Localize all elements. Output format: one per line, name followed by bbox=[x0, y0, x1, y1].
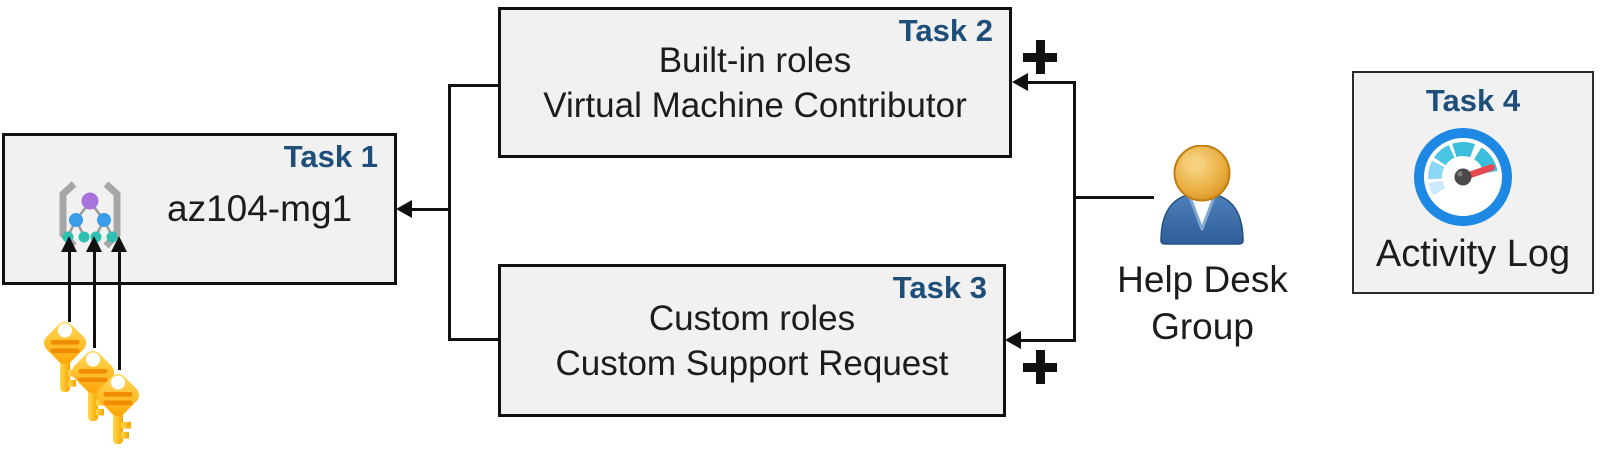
helpdesk-line2: Group bbox=[1151, 306, 1254, 347]
task3-box: Task 3 Custom roles Custom Support Reque… bbox=[498, 264, 1006, 417]
arrow-line-key3 bbox=[118, 252, 121, 370]
connector-arrow-line-task2 bbox=[1028, 81, 1075, 84]
task3-line1: Custom roles bbox=[648, 298, 856, 338]
task2-line1: Built-in roles bbox=[658, 40, 852, 80]
arrowhead-into-task3 bbox=[1005, 331, 1021, 349]
arrowhead-key1 bbox=[61, 236, 77, 252]
task2-box: Task 2 Built-in roles Virtual Machine Co… bbox=[498, 7, 1012, 158]
task1-resource-name: az104-mg1 bbox=[167, 188, 353, 229]
connector-arrow-line-task1 bbox=[412, 208, 451, 211]
arrow-line-key1 bbox=[68, 252, 71, 322]
plus-icon bbox=[1023, 40, 1057, 74]
task4-box: Task 4 Activity Log bbox=[1352, 71, 1594, 294]
task4-caption: Activity Log bbox=[1375, 233, 1571, 275]
plus-icon bbox=[1023, 350, 1057, 384]
task1-box: Task 1 az104-mg1 bbox=[2, 133, 397, 285]
arrowhead-into-task1 bbox=[396, 200, 412, 218]
task3-line2: Custom Support Request bbox=[555, 343, 949, 383]
task3-text: Custom roles Custom Support Request bbox=[501, 267, 1003, 414]
helpdesk-label: Help Desk Group bbox=[1085, 256, 1320, 350]
connector-arrow-line-task3 bbox=[1021, 339, 1075, 342]
task3-label: Task 3 bbox=[892, 270, 987, 305]
key-icon bbox=[86, 369, 150, 447]
arrow-line-key2 bbox=[93, 252, 96, 348]
task1-label: Task 1 bbox=[283, 139, 378, 174]
connector-left-to-task2 bbox=[448, 84, 498, 87]
arrowhead-into-task2 bbox=[1012, 73, 1028, 91]
helpdesk-line1: Help Desk bbox=[1117, 259, 1288, 300]
connector-right-vertical bbox=[1073, 81, 1076, 342]
task4-label: Task 4 bbox=[1425, 83, 1521, 118]
connector-left-vertical bbox=[448, 84, 451, 341]
arrowhead-key2 bbox=[86, 236, 102, 252]
person-icon bbox=[1160, 145, 1244, 245]
arrowhead-key3 bbox=[111, 236, 127, 252]
connector-left-to-task3 bbox=[448, 338, 498, 341]
task2-label: Task 2 bbox=[898, 13, 993, 48]
task2-text: Built-in roles Virtual Machine Contribut… bbox=[501, 10, 1009, 155]
connector-to-person bbox=[1074, 196, 1154, 199]
task2-line2: Virtual Machine Contributor bbox=[543, 85, 967, 125]
gauge-icon bbox=[1414, 128, 1512, 226]
